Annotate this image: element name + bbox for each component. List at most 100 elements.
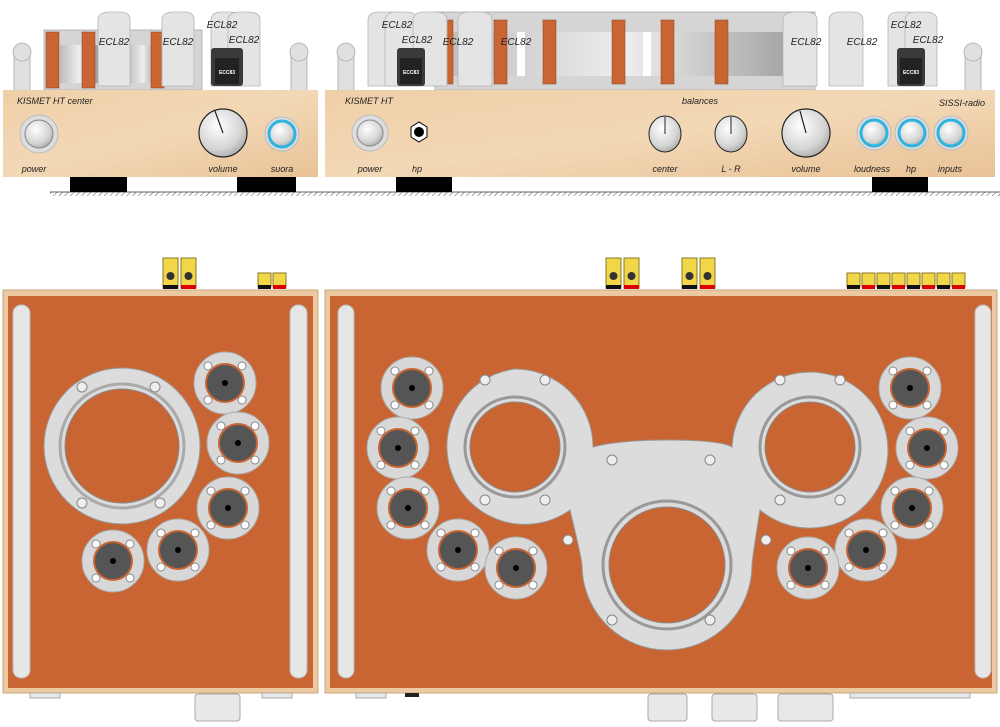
tube-label: ECC83 [403,70,419,76]
button-rim [29,692,61,699]
foot [237,177,296,192]
screw-icon [774,494,786,506]
screw-icon [390,366,400,376]
tube-socket [196,476,260,540]
side-rail [337,304,355,679]
tube-socket [776,536,840,600]
speaker-terminal [162,257,179,289]
screw-icon [878,528,888,538]
screw-icon [386,486,396,496]
input-terminal [876,272,891,289]
screw-icon [470,528,480,538]
screw-icon [922,400,932,410]
screw-icon [250,421,260,431]
screw-icon [203,361,213,371]
tube-socket [880,476,944,540]
button-rim [849,692,971,699]
screw-icon [844,562,854,572]
screw-icon [479,494,491,506]
knob-shaft [194,693,241,722]
screw-icon [190,562,200,572]
control-label: power [357,164,384,174]
side-rail [974,304,992,679]
power-button[interactable] [24,119,54,149]
control-label: suora [271,164,294,174]
screw-icon [820,546,830,556]
input-terminal [891,272,906,289]
left-unit-front: ECC83 ECL82 ECL82 ECL82 ECL82 KISMET HT … [3,11,318,192]
tube-socket [193,351,257,415]
screw-icon [237,361,247,371]
screw-icon [562,534,574,546]
suora-button[interactable] [267,119,297,149]
foot [872,177,928,192]
screw-icon [786,580,796,590]
control-label: hp [412,164,422,174]
control-label: center [652,164,678,174]
tube-label: ECL82 [207,20,238,31]
right-unit-front: ECC83 ECC83 ECL82 ECL82 ECL82 ECL82 ECL8… [325,11,995,192]
screw-icon [206,520,216,530]
screw-icon [410,426,420,436]
screw-icon [76,381,88,393]
power-button[interactable] [356,119,384,147]
input-terminal [846,272,861,289]
side-rail [12,304,31,679]
top-view [2,257,998,722]
ground-line [50,191,1000,196]
tube-socket [81,529,145,593]
tube-socket [376,476,440,540]
tube-label: ECC83 [219,70,235,76]
screw-icon [470,562,480,572]
loudness-button[interactable] [859,118,889,148]
input-terminal [257,272,272,289]
speaker-terminal [699,257,716,289]
screw-icon [922,366,932,376]
button-rim [355,692,387,699]
foot [70,177,127,192]
screw-icon [240,486,250,496]
tube-label: ECL82 [913,35,944,46]
control-label: volume [208,164,237,174]
screw-icon [125,573,135,583]
tube-socket [380,356,444,420]
control-label: volume [791,164,820,174]
screw-icon [436,562,446,572]
screw-icon [528,546,538,556]
input-terminal [272,272,287,289]
jack-rim [405,693,419,697]
screw-icon [420,486,430,496]
small-tube: ECC83 [211,48,243,86]
knob-shaft [647,693,688,722]
screw-icon [878,562,888,572]
screw-icon [905,460,915,470]
speaker-terminal [681,257,698,289]
screw-icon [834,374,846,386]
tube-socket [366,416,430,480]
inputs-button[interactable] [936,118,966,148]
screw-icon [156,562,166,572]
hp-button[interactable] [897,118,927,148]
screw-icon [774,374,786,386]
screw-icon [844,528,854,538]
screw-icon [786,546,796,556]
screw-icon [704,614,716,626]
transformer-ring [43,367,201,525]
unit-title: KISMET HT [345,96,395,106]
screw-icon [606,614,618,626]
screw-icon [704,454,716,466]
screw-icon [890,520,900,530]
foot [396,177,452,192]
screw-icon [494,580,504,590]
tube-socket [834,518,898,582]
screw-icon [424,366,434,376]
small-tube: ECC83 [397,48,425,86]
tube-label: ECC83 [903,70,919,76]
tube-label: ECL82 [163,37,194,48]
screw-icon [206,486,216,496]
tube-label: ECL82 [402,35,433,46]
screw-icon [154,497,166,509]
screw-icon [888,400,898,410]
screw-icon [410,460,420,470]
